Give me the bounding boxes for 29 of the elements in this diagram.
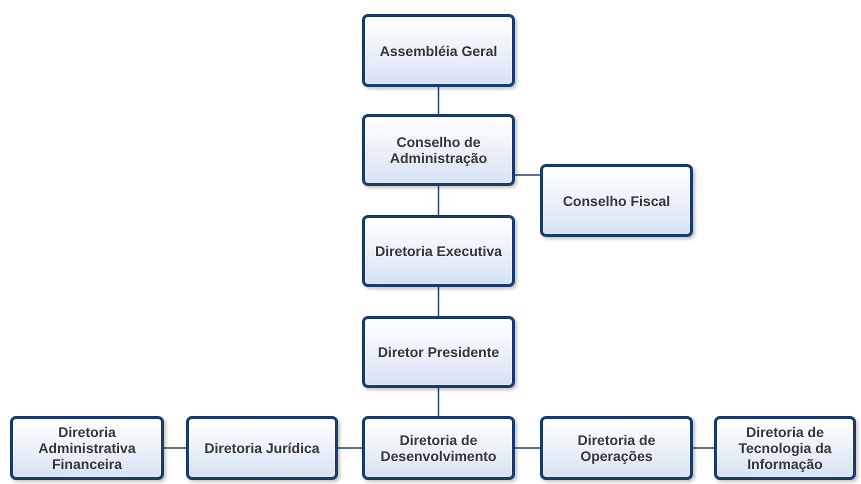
box-label: Assembléia Geral — [380, 42, 498, 58]
org-box — [186, 416, 338, 480]
connector-line — [438, 287, 440, 316]
connector-line — [693, 447, 714, 449]
org-box — [714, 416, 856, 480]
org-box — [540, 164, 693, 237]
org-box — [362, 14, 515, 87]
connector-line — [515, 447, 540, 449]
box-label: Diretoria de Tecnologia da Informação — [737, 424, 833, 472]
org-box — [362, 114, 515, 186]
org-box — [362, 316, 515, 388]
connector-line — [164, 447, 186, 449]
box-label: Conselho de Administração — [388, 134, 488, 166]
box-label: Diretoria Administrativa Financeira — [37, 424, 137, 472]
connector-line — [338, 447, 362, 449]
org-box — [362, 215, 515, 287]
org-box — [540, 416, 693, 480]
box-label: Diretoria Executiva — [375, 243, 502, 259]
box-label: Diretoria Jurídica — [204, 440, 320, 456]
org-box — [362, 416, 515, 480]
box-label: Diretoria de Operações — [576, 432, 656, 464]
box-label: Diretoria de Desenvolvimento — [380, 432, 498, 464]
box-label: Diretor Presidente — [378, 344, 500, 360]
connector-line — [515, 174, 540, 176]
org-box — [10, 416, 164, 480]
box-label: Conselho Fiscal — [562, 192, 670, 208]
connector-line — [438, 186, 440, 215]
connector-line — [438, 87, 440, 114]
connector-line — [438, 388, 440, 416]
